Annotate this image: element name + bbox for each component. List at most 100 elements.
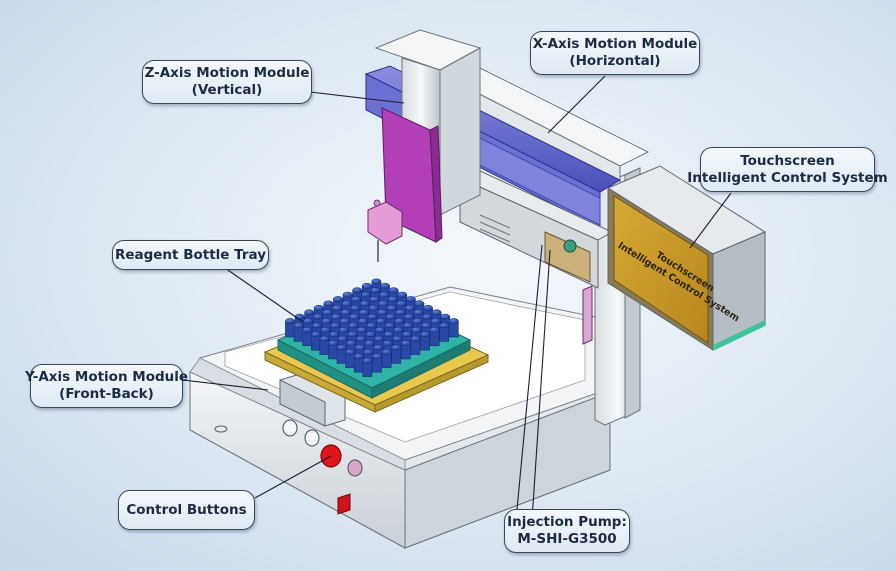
bottle-cap xyxy=(338,326,349,333)
bottle-cap xyxy=(293,322,304,329)
bottle-cap xyxy=(358,309,369,316)
callout-injection-pump-title: Injection Pump: xyxy=(507,514,627,530)
bottle-cap xyxy=(329,331,339,338)
bottle-cap xyxy=(312,313,323,320)
bottle-cap xyxy=(355,335,366,342)
bottle-cap xyxy=(420,331,430,338)
bottle-cap xyxy=(375,326,385,333)
bottle-cap xyxy=(385,313,396,320)
callout-z-axis-subtitle: (Vertical) xyxy=(191,82,263,98)
bottle-cap xyxy=(354,344,365,351)
bottle-cap xyxy=(397,291,408,298)
bottle-cap xyxy=(313,304,324,311)
reagent-tray xyxy=(263,278,490,413)
bottle-cap xyxy=(377,309,387,316)
bottle-cap xyxy=(404,304,415,311)
bottle-cap xyxy=(383,331,394,338)
bottle-cap xyxy=(321,318,332,324)
bottle-cap xyxy=(285,318,295,324)
bottle-cap xyxy=(332,304,342,311)
bottle-cap xyxy=(363,348,374,355)
cable-clip xyxy=(582,285,593,345)
bottle-cap xyxy=(337,335,348,342)
bottle-cap xyxy=(396,300,407,307)
callout-y-axis: Y-Axis Motion Module (Front-Back) xyxy=(25,364,188,408)
bottle-cap xyxy=(402,322,413,329)
bottle-cap xyxy=(414,300,425,307)
bottle-cap xyxy=(366,322,377,329)
bottle-cap xyxy=(403,313,414,320)
bottle-cap xyxy=(351,296,362,302)
bottle-cap xyxy=(381,348,392,355)
bottle-cap xyxy=(439,322,450,329)
bottle-cap xyxy=(393,326,404,333)
bottle-cap xyxy=(361,282,372,289)
bottle-cap xyxy=(369,296,380,302)
z-axis-module xyxy=(367,29,482,262)
bottle-cap xyxy=(346,340,357,346)
bottle-cap xyxy=(350,304,361,311)
bottle-cap xyxy=(347,331,358,338)
bottle-cap xyxy=(410,335,421,342)
bottle-cap xyxy=(376,318,386,324)
bottle-cap xyxy=(320,326,331,333)
bottle-cap xyxy=(380,282,390,289)
bottle-cap xyxy=(400,340,411,346)
bottle-cap xyxy=(341,300,352,307)
bottle-cap xyxy=(328,340,338,346)
bottle-cap xyxy=(370,287,381,294)
callout-z-axis: Z-Axis Motion Module (Vertical) xyxy=(142,60,312,104)
bottle-cap xyxy=(304,309,315,316)
bottle-cap xyxy=(357,318,368,324)
bottle-cap xyxy=(384,322,395,329)
bottle-cap xyxy=(359,300,370,307)
callout-reagent-tray-title: Reagent Bottle Tray xyxy=(114,246,267,263)
callout-injection-pump: Injection Pump: M-SHI-G3500 xyxy=(504,509,630,553)
bottle-cap xyxy=(387,296,398,302)
bottle-cap xyxy=(386,304,397,311)
bottle-cap xyxy=(371,278,382,285)
bottle-cap xyxy=(374,335,384,342)
bottle-cap xyxy=(322,309,333,316)
bottle-cap xyxy=(302,326,313,333)
bottle-cap xyxy=(336,344,347,351)
bottle-cap xyxy=(303,318,314,324)
bottle-cap xyxy=(448,318,459,324)
bottle-cap xyxy=(319,335,330,342)
bottle-cap xyxy=(323,300,334,307)
bottle-cap xyxy=(368,304,379,311)
bottle-cap xyxy=(310,331,321,338)
callout-control-buttons-title: Control Buttons xyxy=(126,501,247,518)
bottle-cap xyxy=(379,291,389,298)
bottle-cap xyxy=(372,353,382,360)
bottle-cap xyxy=(365,331,376,338)
callout-injection-pump-model: M-SHI-G3500 xyxy=(517,531,617,547)
bottle-cap xyxy=(412,318,423,324)
bottle-cap xyxy=(413,309,424,316)
bottle-cap xyxy=(356,326,367,333)
bottle-cap xyxy=(392,335,403,342)
bottle-cap xyxy=(382,340,393,346)
bottle-cap xyxy=(367,313,378,320)
bottle-cap xyxy=(342,291,353,298)
bottle-cap xyxy=(440,313,451,320)
bottle-cap xyxy=(401,331,412,338)
callout-x-axis-subtitle: (Horizontal) xyxy=(569,53,661,69)
bottle-cap xyxy=(352,287,363,294)
bottle-cap xyxy=(395,309,406,316)
bottle-cap xyxy=(333,296,343,302)
bottle-cap xyxy=(378,300,388,307)
bottle-cap xyxy=(431,309,442,316)
bottle-cap xyxy=(430,318,441,324)
bottle-cap xyxy=(348,322,359,329)
bottle-cap xyxy=(353,353,364,360)
callout-x-axis: X-Axis Motion Module (Horizontal) xyxy=(530,31,700,75)
bottle-cap xyxy=(362,357,373,364)
callout-z-axis-title: Z-Axis Motion Module xyxy=(144,65,310,81)
bottle-cap xyxy=(388,287,399,294)
bottle-cap xyxy=(294,313,305,320)
bottle-cap xyxy=(349,313,360,320)
bottle-cap xyxy=(423,304,433,311)
callout-x-axis-title: X-Axis Motion Module xyxy=(532,36,698,52)
callout-control-buttons: Control Buttons xyxy=(118,490,255,530)
